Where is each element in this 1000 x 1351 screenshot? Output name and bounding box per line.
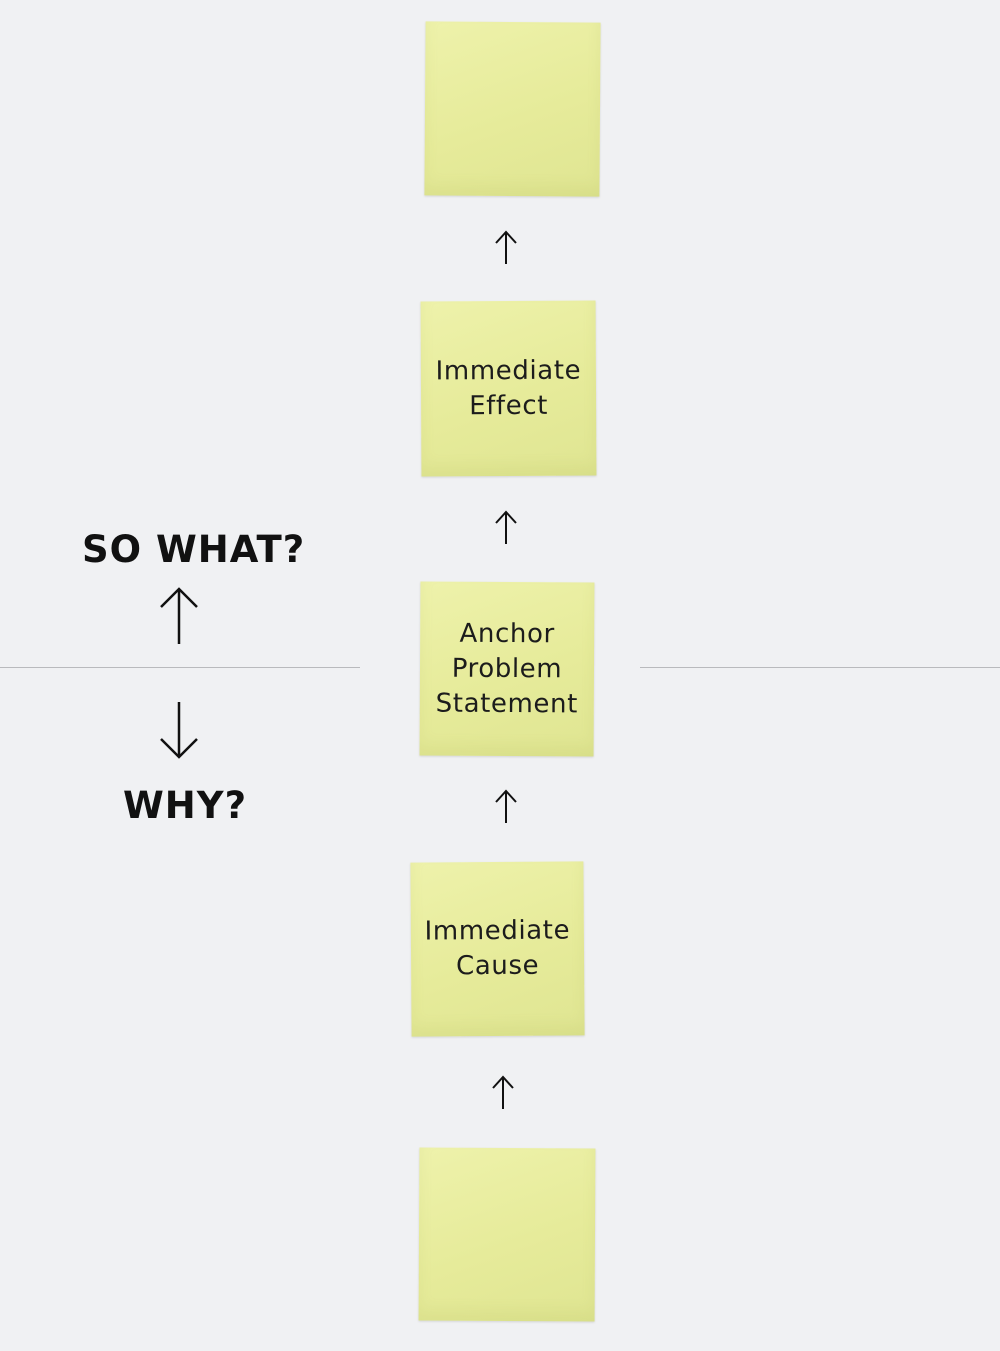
arrow-up-icon (495, 510, 517, 544)
divider-right (640, 667, 1000, 668)
divider-left (0, 667, 360, 668)
sticky-note-immediate-cause-text: Immediate Cause (424, 915, 571, 982)
so-what-label: SO WHAT? (82, 528, 306, 571)
arrow-up-icon (495, 230, 517, 264)
arrow-up-icon (495, 789, 517, 823)
sticky-note-immediate-cause: Immediate Cause (410, 861, 585, 1037)
sticky-note-anchor-problem: Anchor Problem Statement (419, 581, 595, 757)
sticky-note-immediate-effect: Immediate Effect (420, 300, 597, 477)
sticky-note-immediate-effect-text: Immediate Effect (435, 355, 582, 421)
arrow-up-icon (492, 1075, 514, 1109)
why-label: WHY? (123, 784, 248, 827)
sticky-note-anchor-problem-text: Anchor Problem Statement (435, 618, 579, 719)
so-what-arrow-up-icon (160, 587, 198, 644)
why-arrow-down-icon (160, 702, 198, 759)
sticky-note-bottom (418, 1147, 596, 1322)
sticky-note-top (424, 21, 601, 197)
